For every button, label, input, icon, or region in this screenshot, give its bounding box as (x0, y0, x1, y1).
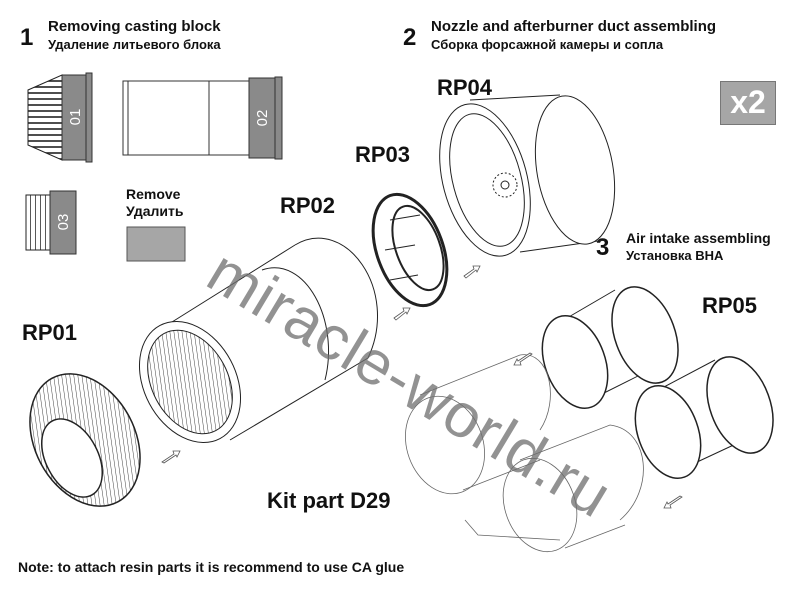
part-label-rp05: RP05 (702, 293, 758, 318)
rp05-intake-upper (541, 286, 679, 410)
rp02-afterburner-duct (138, 237, 378, 443)
arrow-icon (663, 495, 683, 509)
rp04-nozzle-cylinder (439, 94, 616, 257)
rp01-nozzle-part (29, 373, 141, 507)
quantity-badge: x2 (720, 81, 776, 125)
casting-block-03: 03 (25, 190, 77, 255)
casting-label-02: 02 (254, 110, 271, 127)
step-3-title-ru: Установка ВНА (626, 248, 724, 263)
airframe-intake-block (405, 354, 644, 553)
remove-swatch (126, 226, 186, 262)
arrow-icon (513, 352, 533, 366)
part-label-rp02: RP02 (280, 193, 336, 218)
casting-label-01: 01 (67, 109, 84, 126)
arrow-icon (463, 265, 481, 279)
remove-label-ru: Удалить (126, 203, 184, 219)
step-2-title-ru: Сборка форсажной камеры и сопла (431, 37, 664, 52)
rp05-intake-lower (634, 356, 774, 480)
step-2-title-en: Nozzle and afterburner duct assembling (431, 18, 717, 35)
kit-part-label: Kit part D29 (267, 488, 391, 513)
step-2-number: 2 (403, 24, 417, 51)
arrow-icon (161, 450, 181, 464)
rp03-ring-part (371, 192, 449, 308)
part-label-rp01: RP01 (22, 320, 78, 345)
casting-block-01: 01 (27, 72, 93, 163)
assembly-arrows (161, 265, 683, 509)
step-3-title-en: Air intake assembling (626, 230, 771, 246)
part-label-rp04: RP04 (437, 75, 493, 100)
step-1-number: 1 (20, 24, 34, 51)
step-1-title-ru: Удаление литьевого блока (48, 37, 221, 52)
arrow-icon (393, 307, 411, 321)
casting-label-03: 03 (55, 214, 72, 231)
part-label-rp03: RP03 (355, 142, 411, 167)
casting-block-02: 02 (122, 76, 283, 160)
glue-note: Note: to attach resin parts it is recomm… (18, 559, 405, 575)
remove-label-en: Remove (126, 186, 181, 202)
step-1-title-en: Removing casting block (48, 18, 221, 35)
